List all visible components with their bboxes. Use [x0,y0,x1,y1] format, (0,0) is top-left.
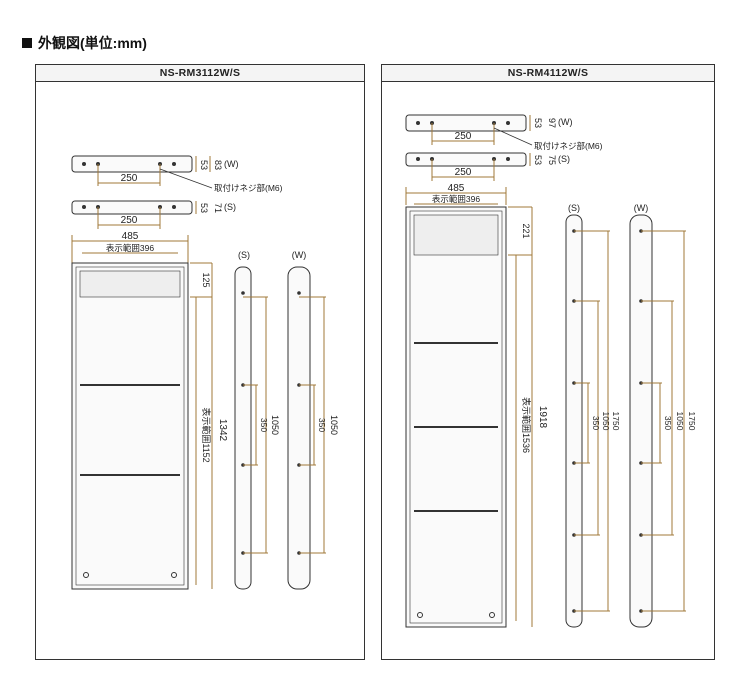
right-drawing: 250 53 97 (W) 取付けネジ部(M6) 250 53 [405,114,697,628]
right-top-w-tag: (W) [558,117,573,127]
left-top-view-w: 250 53 83 (W) [71,155,239,186]
right-front-top-label: 221 [521,223,531,238]
right-side-w-body [629,214,653,628]
right-side-s-body [565,214,583,628]
left-top-w-body [71,155,193,173]
right-side-s-mid-label: 1050 [601,412,611,431]
right-panel: NS-RM4112W/S 250 53 97 (W) 取付けネジ部(M6) [381,64,715,660]
left-front-body [71,262,189,590]
right-front-width-label: 485 [448,183,465,194]
left-side-view-w: (W) 1050 350 [287,250,339,590]
right-front-display-label: 表示範囲396 [432,194,480,204]
left-mount-leader [159,168,213,189]
right-front-inner [409,210,503,624]
left-top-s-hole [82,205,86,209]
left-side-s-hole [241,291,245,295]
left-panel: NS-RM3112W/S 250 53 83 (W) 取付けネジ部(M6) [35,64,365,660]
right-panel-title: NS-RM4112W/S [382,65,714,82]
right-top-s-depth-label: 75 [547,155,557,165]
left-top-s-sub-label: 53 [199,203,209,213]
right-side-s-tag: (S) [568,203,580,213]
right-side-s-outer-label: 1750 [611,412,621,431]
right-side-w-mid-label: 1050 [675,412,685,431]
right-side-w-inner-label: 350 [663,416,673,430]
right-mount-leader [493,127,533,146]
left-front-caster [83,572,89,578]
right-top-w-width-label: 250 [455,131,472,142]
right-side-view-s: (S) 1750 1050 350 [565,203,621,628]
heading-text: 外観図(単位:mm) [38,35,147,51]
right-top-view-s: 250 53 75 (S) [405,152,570,181]
right-top-w-depth-label: 97 [547,118,557,128]
left-side-s-tag: (S) [238,250,250,260]
left-top-w-sub-label: 53 [199,160,209,170]
left-front-top-label: 125 [201,272,211,287]
right-front-inner-label: 表示範囲1536 [521,397,532,453]
left-front-inner-label: 表示範囲1152 [201,407,212,462]
left-top-w-tag: (W) [224,159,239,169]
left-front-caster [171,572,177,578]
heading: 外観図(単位:mm) [22,33,147,53]
left-side-s-outer-label: 1050 [270,415,280,435]
left-side-s-inner-label: 350 [259,418,269,432]
right-side-s-inner-label: 350 [591,416,601,430]
right-top-s-sub-label: 53 [533,155,543,165]
left-top-w-depth-label: 83 [213,160,223,170]
left-top-w-hole [82,162,86,166]
heading-bullet-icon [22,38,32,48]
left-side-w-outer-label: 1050 [329,415,339,435]
right-front-caster [489,612,495,618]
left-top-w-hole [172,162,176,166]
left-front-header-panel [79,270,181,298]
right-top-w-body [405,114,527,132]
right-top-s-hole [416,157,420,161]
left-drawing: 250 53 83 (W) 取付けネジ部(M6) 250 [71,155,339,590]
right-front-body [405,206,507,628]
right-top-s-tag: (S) [558,154,570,164]
left-side-w-inner-label: 350 [317,418,327,432]
left-side-view-s: (S) 1050 350 [234,250,280,590]
right-front-height-label: 1918 [537,406,548,429]
left-side-w-tag: (W) [292,250,307,260]
left-side-w-hole [297,291,301,295]
right-top-w-sub-label: 53 [533,118,543,128]
left-top-s-hole [172,205,176,209]
right-mount-label: 取付けネジ部(M6) [534,141,603,151]
left-top-s-tag: (S) [224,202,236,212]
right-side-w-tag: (W) [634,203,649,213]
right-side-view-w: (W) 1750 1050 350 [629,203,697,628]
right-front-caster [417,612,423,618]
left-panel-title: NS-RM3112W/S [36,65,364,82]
right-top-w-hole [416,121,420,125]
right-top-s-width-label: 250 [455,167,472,178]
left-front-display-label: 表示範囲396 [106,243,154,253]
left-front-inner [75,266,185,586]
right-top-w-hole [506,121,510,125]
right-front-header-panel [413,214,499,256]
right-front-view: 485 表示範囲396 221 表示範囲1536 1918 [405,183,548,628]
right-top-view-w: 250 53 97 (W) [405,114,573,145]
right-top-s-body [405,152,527,167]
right-side-w-outer-label: 1750 [687,412,697,431]
left-side-w-body [287,266,311,590]
left-top-w-width-label: 250 [121,173,138,184]
left-top-s-depth-label: 71 [213,203,223,213]
left-front-width-label: 485 [122,231,139,242]
left-mount-label: 取付けネジ部(M6) [214,183,283,193]
left-front-view: 485 表示範囲396 125 表示範囲1152 1342 [71,231,228,590]
right-top-s-hole [506,157,510,161]
left-front-height-label: 1342 [217,419,228,442]
left-top-view-s: 250 53 71 (S) [71,200,236,229]
left-side-s-body [234,266,252,590]
left-top-s-width-label: 250 [121,215,138,226]
left-top-s-body [71,200,193,215]
